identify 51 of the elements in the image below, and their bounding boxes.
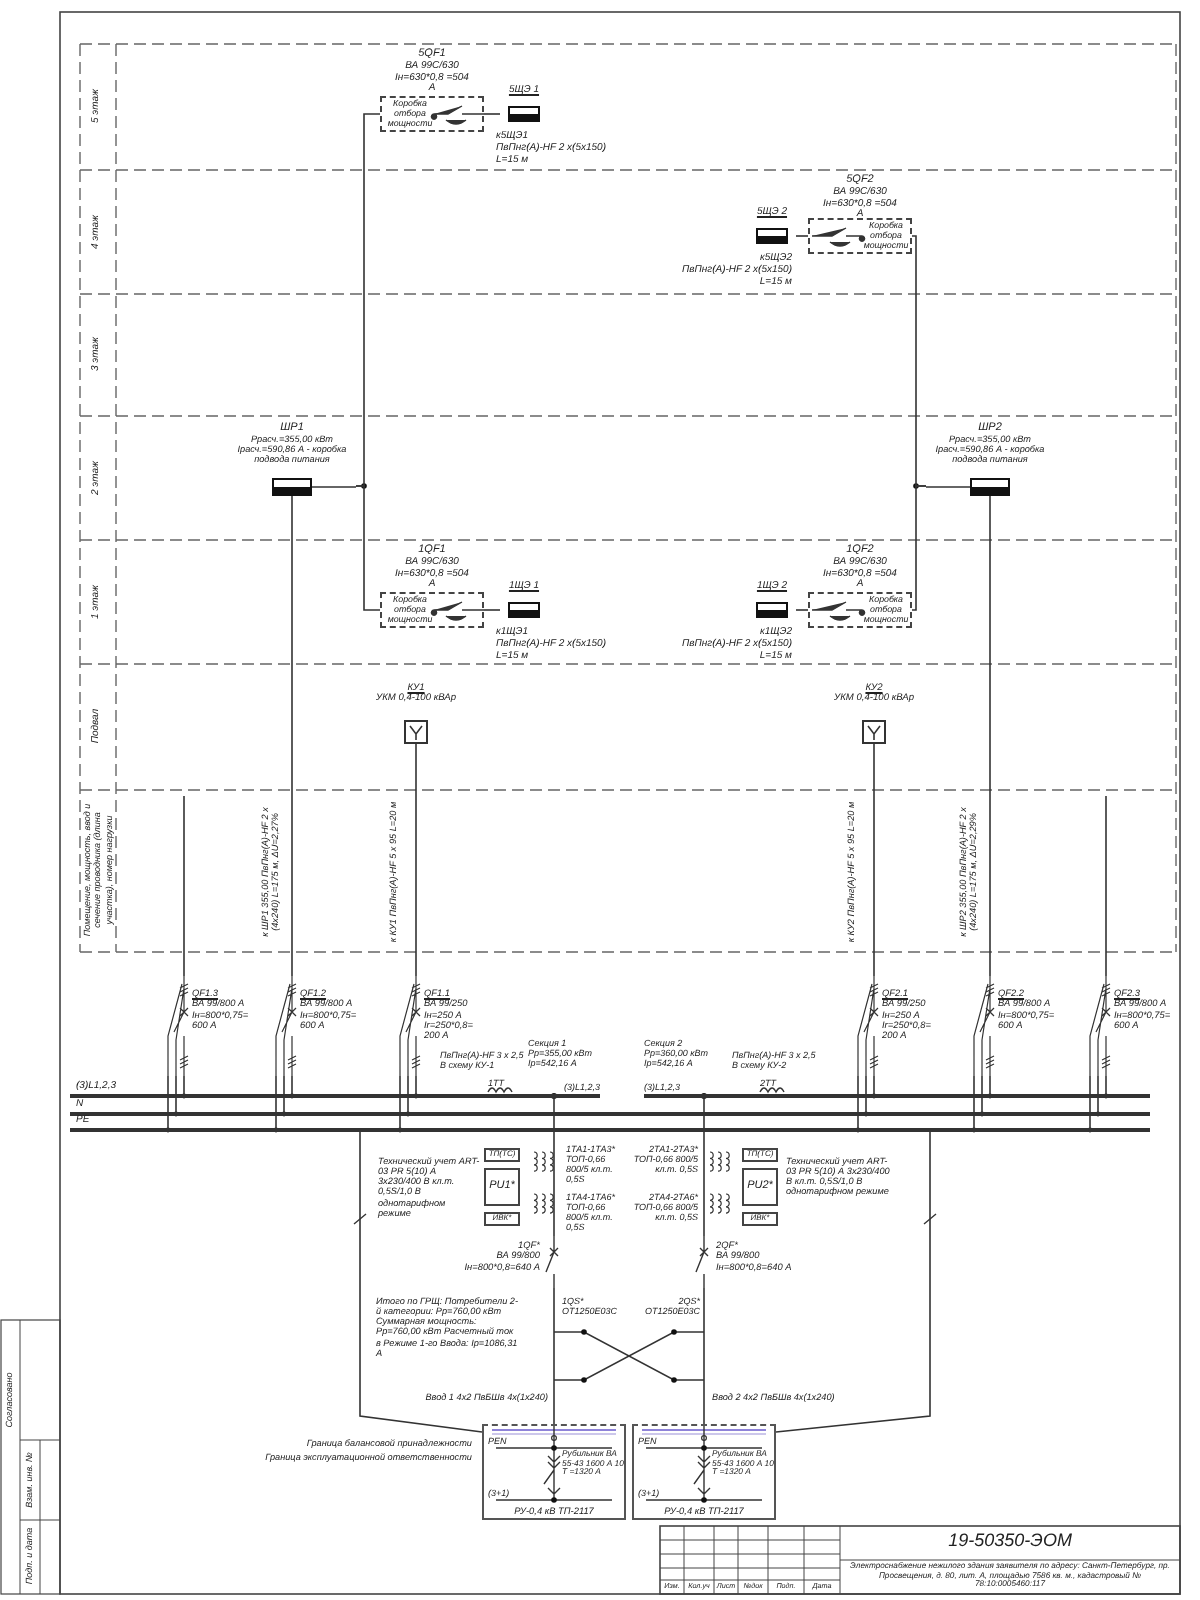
cable-line <box>275 1075 277 1129</box>
cable-line <box>415 743 417 977</box>
meter-tag <box>484 1148 520 1162</box>
cable-line <box>483 113 501 115</box>
power-takeoff-box <box>808 592 912 628</box>
cable-line <box>703 1287 705 1425</box>
cable-line <box>291 495 293 977</box>
meter-tag <box>484 1212 520 1226</box>
cable-line <box>483 609 501 611</box>
meter-tag <box>742 1212 778 1226</box>
electricity-meter <box>484 1168 520 1206</box>
cable-line <box>873 743 875 977</box>
cable-line <box>1089 1075 1091 1129</box>
cable-line <box>359 1131 483 1433</box>
cable-line <box>795 235 809 237</box>
switchgear-box <box>482 1424 626 1520</box>
drawing-code: 19-50350-ЭОМ <box>946 1530 1074 1551</box>
cable-line <box>1105 795 1107 977</box>
cable-line <box>399 1075 401 1129</box>
cable-line <box>911 485 927 611</box>
cable-line <box>873 1075 875 1095</box>
capacitor-bank <box>828 684 920 744</box>
cable-line <box>775 1131 931 1433</box>
cable-line <box>183 795 185 977</box>
electricity-meter <box>742 1168 778 1206</box>
cable-line <box>415 1075 417 1095</box>
cable-line <box>989 1075 991 1095</box>
cable-line <box>553 1287 555 1425</box>
cable-line <box>407 1075 409 1113</box>
cable-line <box>183 1075 185 1095</box>
power-takeoff-box <box>380 592 484 628</box>
capacitor-bank <box>370 684 462 744</box>
power-takeoff-box <box>380 96 484 132</box>
cable-line <box>795 609 809 611</box>
cable-line <box>1097 1075 1099 1113</box>
cable-line <box>989 495 991 977</box>
cable-line <box>553 1097 555 1237</box>
cable-line <box>703 1097 705 1237</box>
cable-line <box>283 1075 285 1113</box>
cable-line <box>1105 1075 1107 1095</box>
cable-line <box>355 485 381 611</box>
cable-line <box>167 1075 169 1129</box>
cable-line <box>175 1075 177 1113</box>
meter-tag <box>742 1148 778 1162</box>
cable-line <box>857 1075 859 1129</box>
cable-line <box>981 1075 983 1113</box>
cable-line <box>973 1075 975 1129</box>
power-takeoff-box <box>808 218 912 254</box>
cable-line <box>865 1075 867 1113</box>
switchgear-box <box>632 1424 776 1520</box>
cable-line <box>291 1075 293 1095</box>
